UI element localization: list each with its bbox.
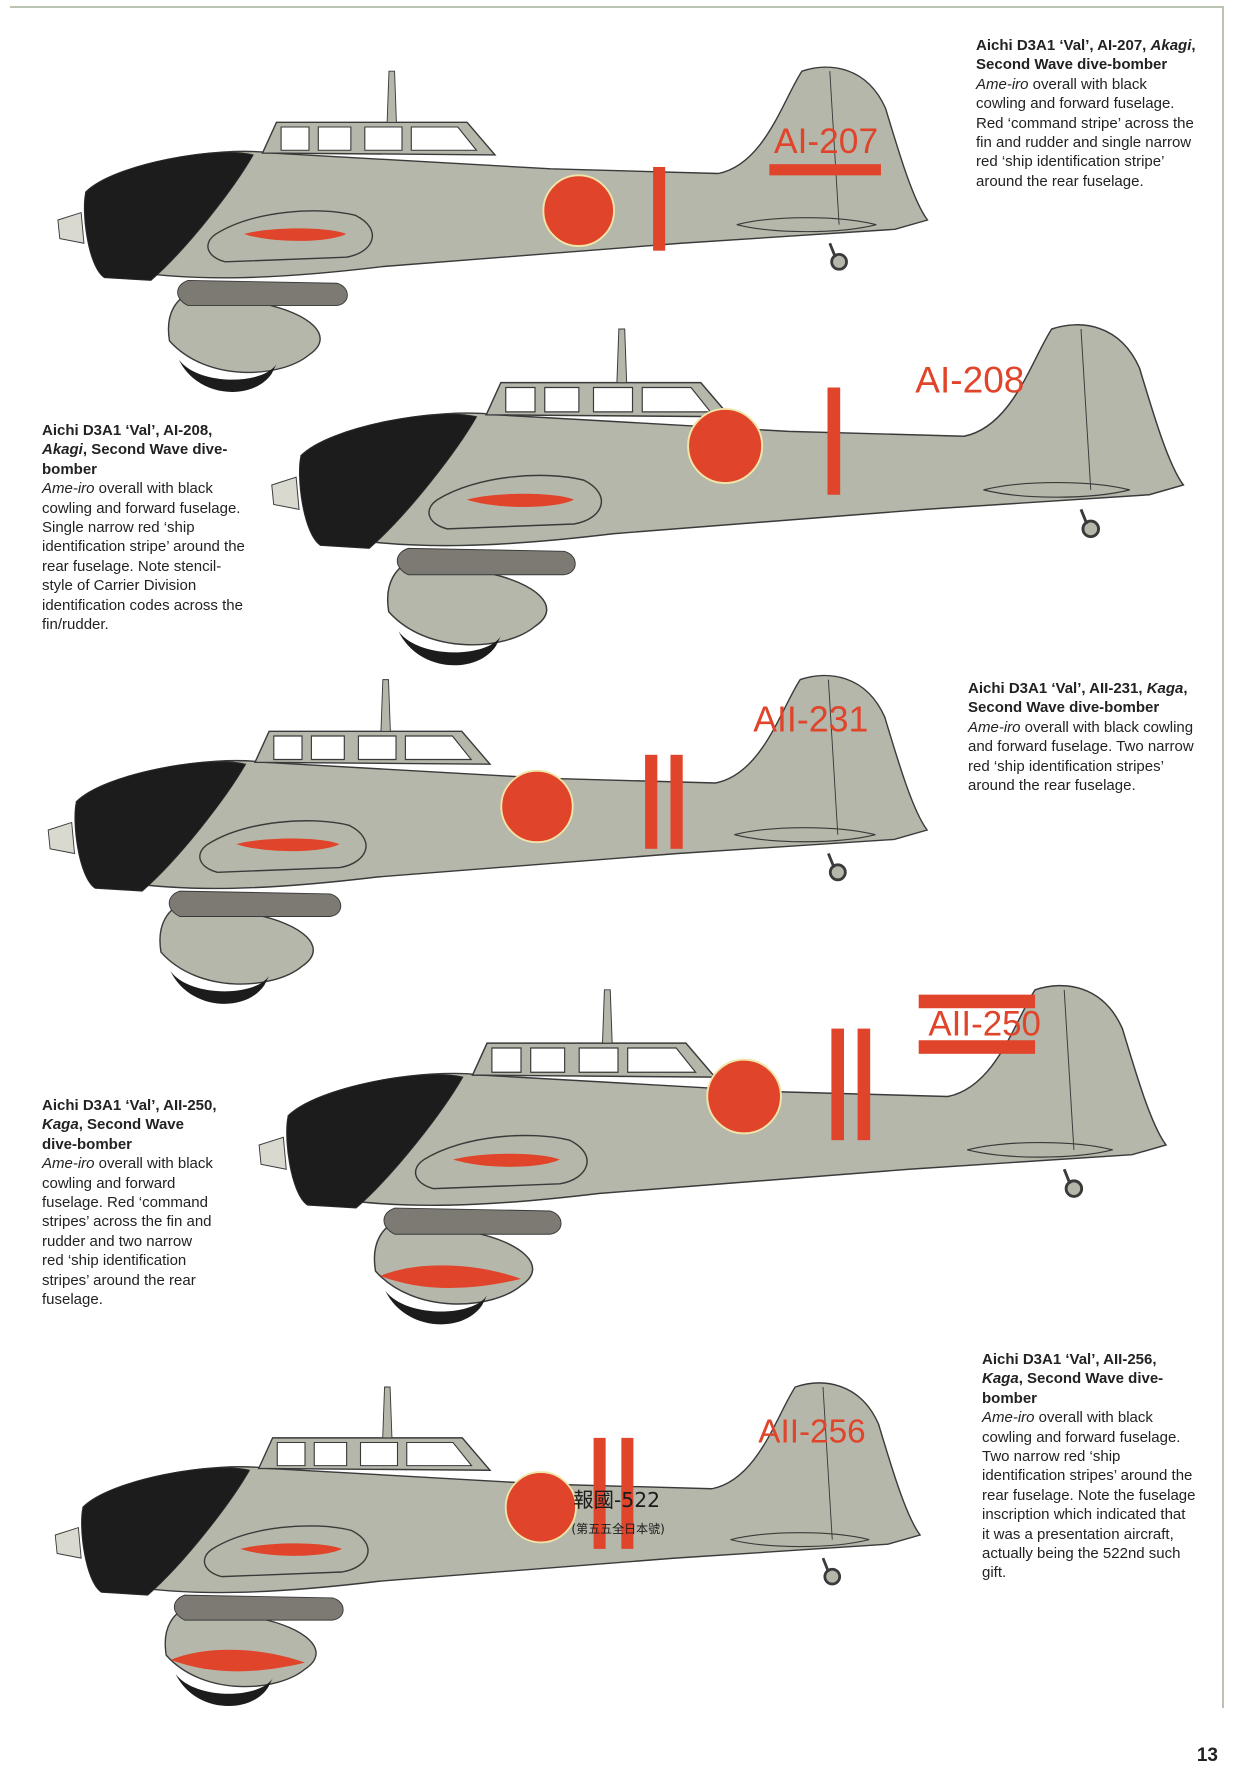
tail-code: AII-231 [753, 699, 868, 739]
tail-code: AI-207 [774, 122, 878, 161]
tail-code: AI-208 [915, 358, 1024, 400]
tail-code: AII-256 [758, 1414, 865, 1451]
page-number: 13 [1196, 1745, 1218, 1766]
caption-title: Aichi D3A1 ‘Val’, AII-250, Kaga, Second … [42, 1097, 217, 1153]
fuselage-stripe [621, 1437, 634, 1549]
caption-ai-207: Aichi D3A1 ‘Val’, AI-207, Akagi, Second … [976, 36, 1201, 191]
hinomaru [687, 407, 764, 485]
command-stripe [918, 1040, 1036, 1054]
command-stripe [918, 994, 1036, 1009]
aircraft-profile-ai-207: AI-207 [56, 65, 929, 394]
aircraft-profile-aii-256: 報國-522 (第五五全日本號) AII-256 [53, 1381, 922, 1708]
caption-body: Ame-iro overall with black cowling and f… [968, 718, 1194, 795]
caption-aii-256: Aichi D3A1 ‘Val’, AII-256, Kaga, Second … [982, 1350, 1197, 1583]
fuselage-stripe [831, 1028, 845, 1141]
caption-aii-250: Aichi D3A1 ‘Val’, AII-250, Kaga, Second … [42, 1096, 217, 1309]
caption-body: Ame-iro overall with black cowling and f… [42, 1155, 213, 1309]
hinomaru [504, 1471, 577, 1544]
caption-body: Ame-iro overall with black cowling and f… [982, 1409, 1196, 1582]
hinomaru [706, 1058, 782, 1135]
aircraft-profile-aii-231: AII-231 [46, 674, 929, 1006]
fuselage-stripe [645, 754, 658, 849]
presentation-inscription-sub: (第五五全日本號) [571, 1521, 664, 1536]
page-frame [10, 6, 1224, 1708]
fuselage-stripe [653, 166, 666, 251]
caption-aii-231: Aichi D3A1 ‘Val’, AII-231, Kaga, Second … [968, 679, 1203, 795]
fuselage-stripe [670, 754, 683, 849]
fuselage-stripe [827, 387, 841, 495]
hinomaru [542, 174, 615, 247]
aircraft-profile-ai-208: AI-208 [270, 323, 1185, 667]
caption-title: Aichi D3A1 ‘Val’, AI-207, Akagi, Second … [976, 37, 1196, 74]
brake-red-marking [170, 1649, 305, 1672]
caption-title: Aichi D3A1 ‘Val’, AII-256, Kaga, Second … [982, 1351, 1164, 1407]
aircraft-profile-aii-250: AII-250 [257, 984, 1168, 1326]
caption-body: Ame-iro overall with black cowling and f… [42, 480, 245, 634]
brake-red-marking [380, 1265, 521, 1288]
fuselage-stripe [593, 1437, 606, 1549]
hinomaru [500, 769, 574, 844]
fuselage-stripe [857, 1028, 871, 1141]
command-stripe [769, 164, 881, 176]
caption-title: Aichi D3A1 ‘Val’, AII-231, Kaga, Second … [968, 680, 1188, 717]
caption-ai-208: Aichi D3A1 ‘Val’, AI-208, Akagi, Second … [42, 421, 252, 634]
caption-title: Aichi D3A1 ‘Val’, AI-208, Akagi, Second … [42, 422, 228, 478]
caption-body: Ame-iro overall with black cowling and f… [976, 75, 1194, 190]
tail-code: AII-250 [928, 1004, 1041, 1043]
presentation-inscription: 報國-522 [573, 1488, 660, 1512]
